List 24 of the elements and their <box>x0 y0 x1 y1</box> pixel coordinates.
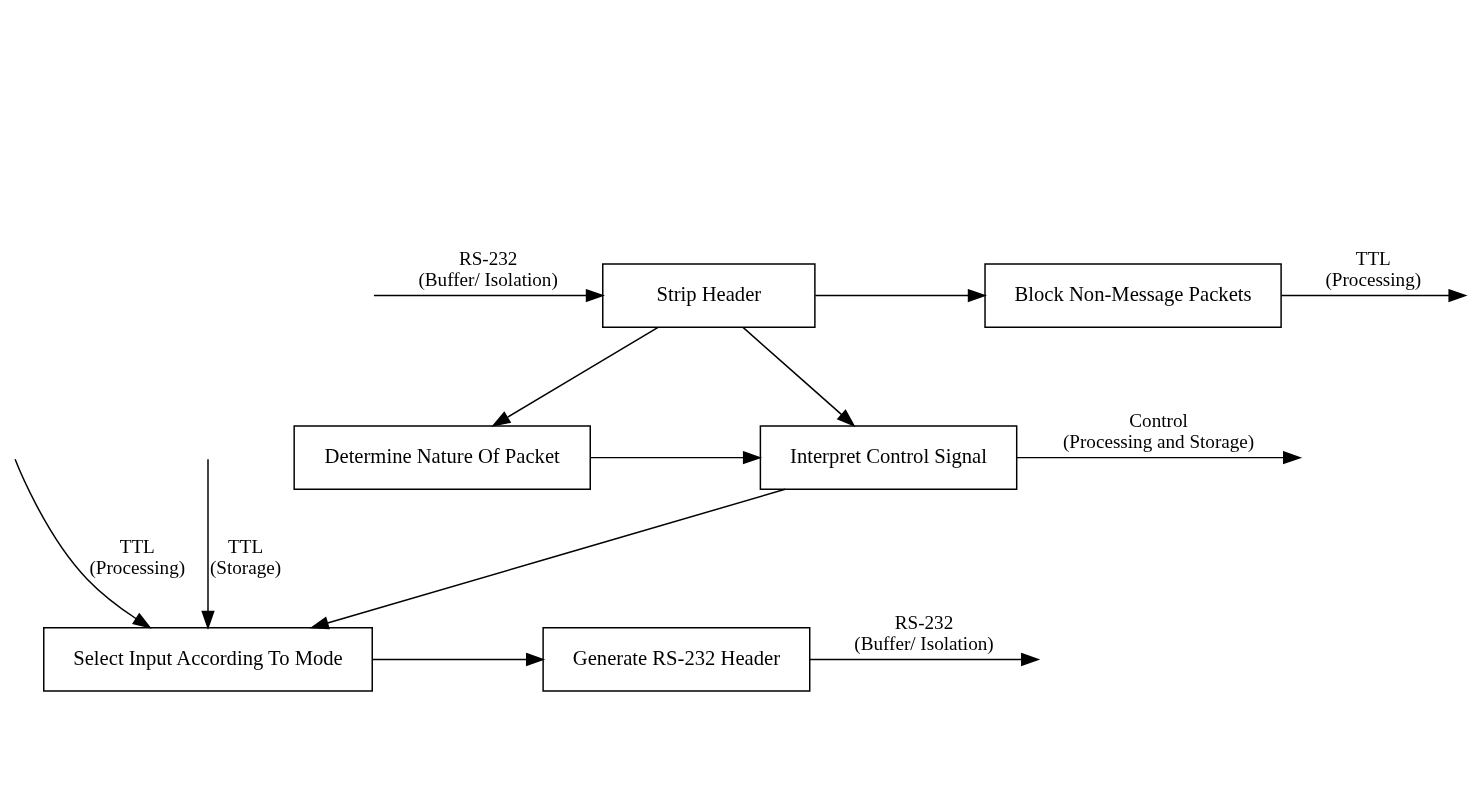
arrow <box>1280 288 1468 303</box>
arrow <box>373 288 605 303</box>
arrow <box>814 288 987 303</box>
node-box: Select Input According To Mode <box>43 627 373 692</box>
arrow <box>491 326 659 427</box>
node-box: Block Non-Message Packets <box>984 263 1282 328</box>
node-box: Determine Nature Of Packet <box>293 425 591 491</box>
node-box: Strip Header <box>602 263 816 328</box>
arrow <box>809 652 1041 667</box>
edge-label: TTL (Processing) <box>89 536 186 578</box>
arrow <box>589 450 763 465</box>
edge-label: Control (Processing and Storage) <box>1062 410 1255 452</box>
arrow <box>309 488 786 630</box>
arrow <box>1016 450 1303 465</box>
edge-label: RS-232 (Buffer/ Isolation) <box>418 248 558 290</box>
edge-label: RS-232 (Buffer/ Isolation) <box>854 612 994 654</box>
arrow <box>742 326 856 427</box>
arrow <box>14 458 152 629</box>
node-box: Generate RS-232 Header <box>542 627 811 692</box>
edge-label: TTL (Processing) <box>1325 248 1422 290</box>
arrow <box>201 458 215 630</box>
node-box: Interpret Control Signal <box>759 425 1018 491</box>
arrow <box>371 652 546 667</box>
edge-label: TTL (Storage) <box>209 536 282 578</box>
